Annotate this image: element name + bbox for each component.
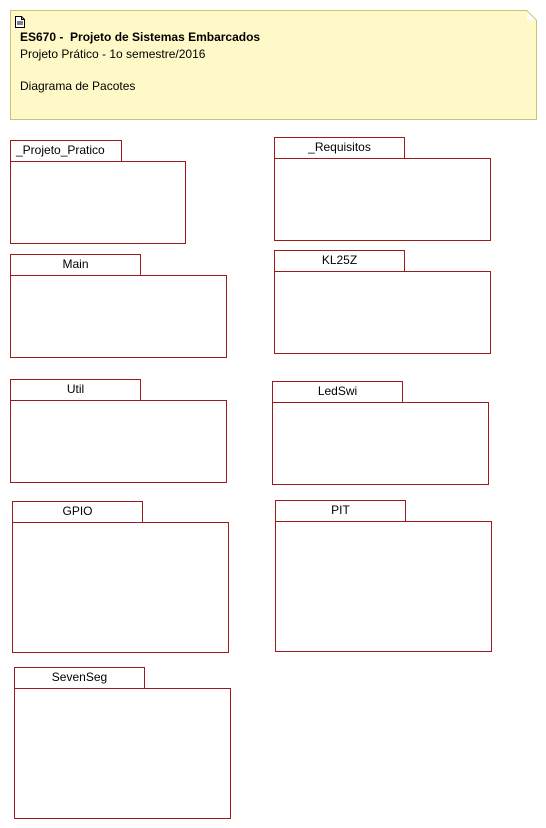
package-tab: SevenSeg [14, 667, 145, 689]
note-description: Diagrama de Pacotes [20, 79, 136, 93]
package-body [274, 158, 491, 241]
package-body [274, 271, 491, 354]
package-body [10, 275, 227, 358]
note-subtitle: Projeto Prático - 1o semestre/2016 [20, 47, 206, 61]
package-tab: GPIO [12, 501, 143, 523]
package-body [275, 521, 492, 652]
package-tab: LedSwi [272, 381, 403, 403]
package-body [10, 400, 227, 483]
package-body [272, 402, 489, 485]
package-tab: Util [10, 379, 141, 401]
package-tab: PIT [275, 500, 406, 522]
package-body [14, 688, 231, 819]
package-tab: _Projeto_Pratico [10, 140, 122, 162]
package-tab: Main [10, 254, 141, 276]
package-tab: _Requisitos [274, 137, 405, 159]
note-folded-corner [527, 10, 537, 20]
package-body [10, 161, 186, 244]
diagram-note: ES670 - Projeto de Sistemas Embarcados P… [10, 10, 537, 120]
note-title: ES670 - Projeto de Sistemas Embarcados [20, 30, 261, 44]
package-tab: KL25Z [274, 250, 405, 272]
package-body [12, 522, 229, 653]
document-icon [15, 15, 25, 33]
